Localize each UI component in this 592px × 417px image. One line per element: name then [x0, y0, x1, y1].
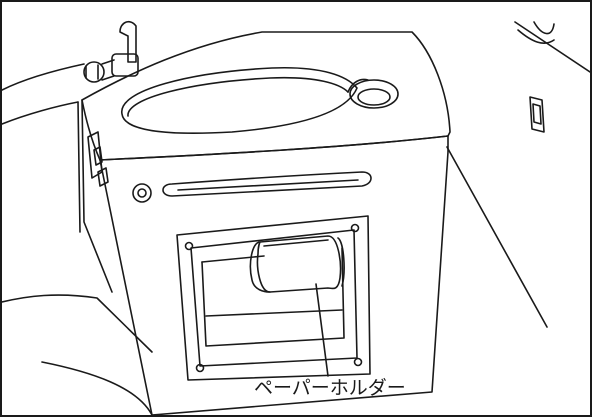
- background-panel-line: [2, 101, 79, 125]
- round-button-icon: [132, 183, 152, 203]
- background-panel-line: [2, 294, 153, 353]
- background-panel-line: [2, 63, 85, 91]
- sink-basin: [121, 66, 358, 134]
- faucet-icon: [83, 20, 139, 83]
- cabinet-handle: [162, 171, 372, 197]
- paper-holder-frame: [176, 215, 371, 381]
- cabinet-front: [99, 135, 449, 415]
- callout-leader-line: [315, 283, 329, 377]
- drain-icon: [349, 79, 399, 109]
- paper-holder-label: ペーパーホルダー: [254, 377, 406, 399]
- background-panel-line: [41, 361, 153, 415]
- sink-basin-inner: [127, 76, 349, 117]
- cabinet-side-panel: [81, 99, 113, 293]
- cabinet-side-line: [446, 146, 548, 328]
- background-wall-line: [533, 21, 555, 35]
- background-wall-line: [517, 29, 555, 44]
- wall-switch-icon: [529, 96, 545, 133]
- side-latch-icon: [87, 131, 109, 187]
- background-wall-line: [514, 21, 590, 73]
- cabinet-left-edge: [99, 159, 153, 415]
- paper-roll-icon: [249, 235, 345, 293]
